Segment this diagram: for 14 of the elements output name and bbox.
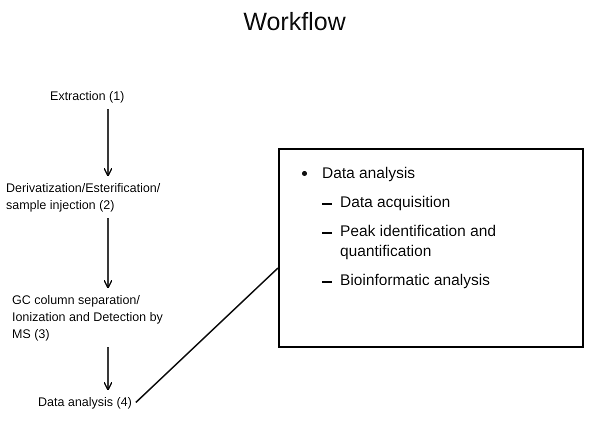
sub-list-item: Bioinformatic analysis [340,271,490,291]
callout-box [278,148,584,348]
arrow [103,218,113,289]
step-label: Extraction (1) [50,88,124,105]
connector-line [135,267,279,404]
step-label: Derivatization/Esterification/ sample injection (2) [6,180,196,214]
list-item: Data analysis [322,164,416,184]
sub-list-item: Peak identification and quantification [340,222,497,262]
arrow [103,109,113,177]
step-label: GC column separation/ Ionization and Detection by MS (3) [12,292,172,343]
step-label: Data analysis (4) [38,394,132,411]
arrow [103,347,113,391]
diagram-title: Workflow [242,8,347,37]
sub-list-item: Data acquisition [340,193,450,213]
